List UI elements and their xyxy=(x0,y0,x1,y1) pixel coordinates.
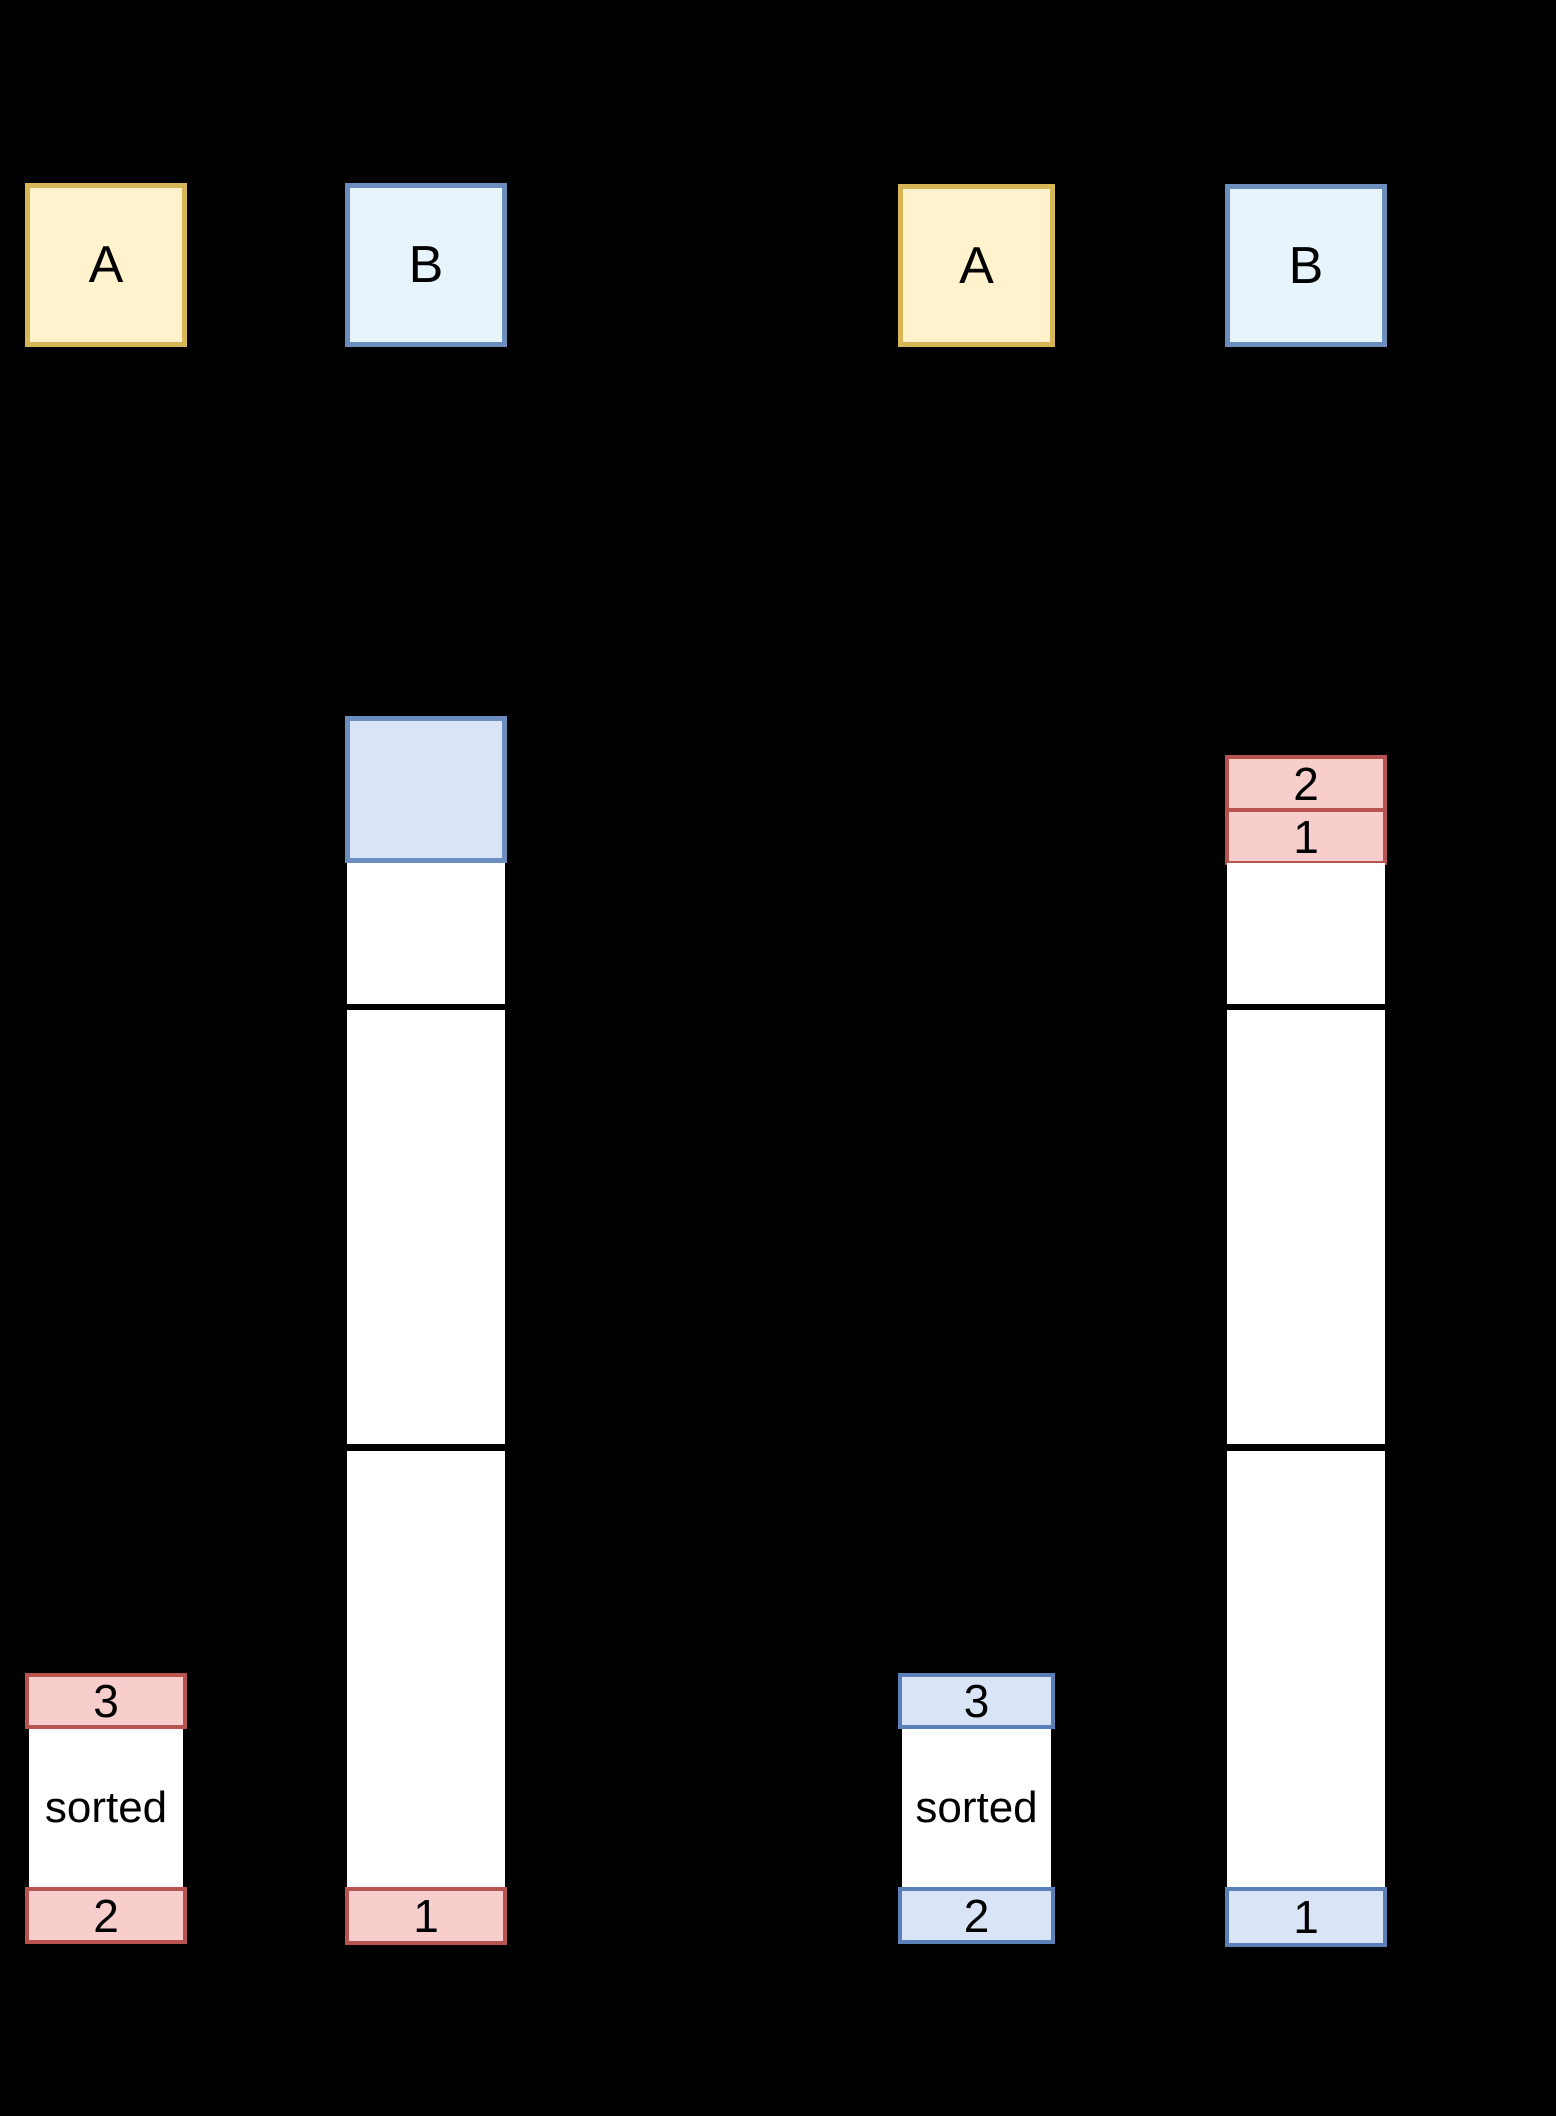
left-column-a-sorted-region: sorted xyxy=(29,1729,183,1887)
right-stack-b-label-box: B xyxy=(1225,184,1387,347)
right-column-b-empty-slot-2 xyxy=(1227,1010,1385,1444)
left-column-b-empty-slot-3 xyxy=(347,1451,505,1887)
left-stack-b-label-box: B xyxy=(345,183,507,347)
left-column-a-top-item: 3 xyxy=(25,1673,187,1729)
right-column-b-top-stack: 2 1 xyxy=(1225,755,1387,865)
right-column-a-bottom-item: 2 xyxy=(898,1887,1055,1944)
right-stack-a-label-box: A xyxy=(898,184,1055,347)
right-column-b-bottom-item: 1 xyxy=(1225,1887,1387,1947)
right-column-b-empty-slot-3 xyxy=(1227,1451,1385,1887)
right-column-b-top-item-1: 1 xyxy=(1229,808,1383,861)
right-column-b-empty-slot-1 xyxy=(1227,863,1385,1004)
left-column-b-empty-slot-1 xyxy=(347,863,505,1004)
left-stack-a-label-box: A xyxy=(25,183,187,347)
right-column-a-top-item: 3 xyxy=(898,1673,1055,1729)
right-column-a-sorted-region: sorted xyxy=(902,1729,1051,1887)
left-column-a-bottom-item: 2 xyxy=(25,1887,187,1944)
left-column-b-bottom-item: 1 xyxy=(345,1887,507,1945)
left-column-b-moved-block xyxy=(345,716,507,863)
right-column-b-top-item-2: 2 xyxy=(1293,757,1319,810)
left-column-b-empty-slot-2 xyxy=(347,1010,505,1444)
